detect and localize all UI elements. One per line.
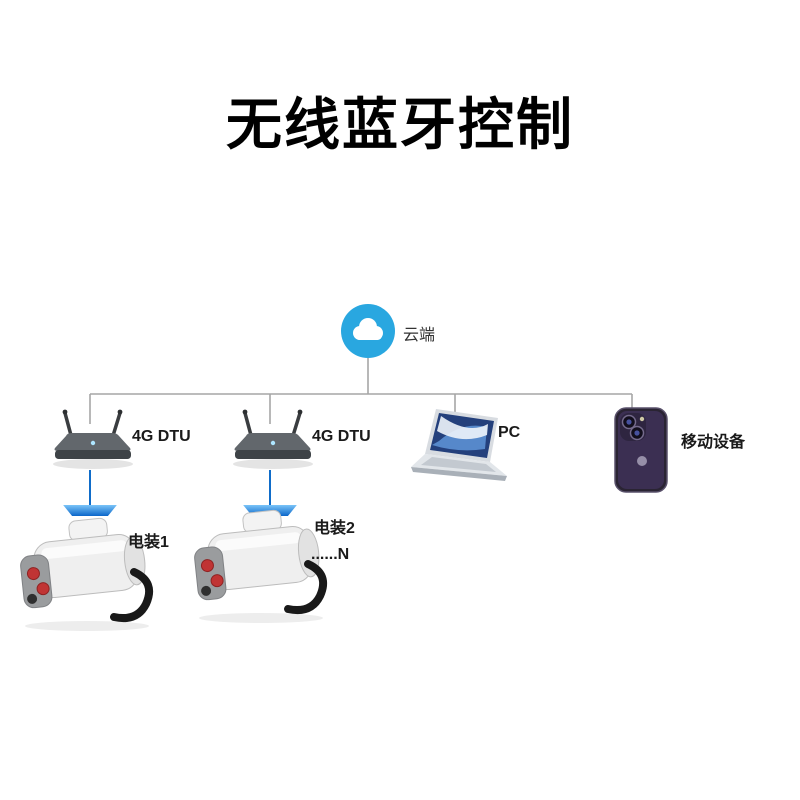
dtu2-node: [228, 406, 318, 472]
actuator2-label: 电装2: [314, 520, 355, 537]
bluetooth-link-line: [269, 470, 271, 506]
actuator-icon: [194, 509, 327, 623]
mobile-node: [608, 406, 674, 494]
actuator2-node: [186, 506, 336, 624]
actuator1-label: 电装1: [128, 534, 169, 551]
dtu1-label: 4G DTU: [132, 428, 191, 445]
actuator2-sublabel: ......N: [311, 546, 350, 563]
cloud-icon: [341, 304, 395, 358]
cloud-node: [341, 304, 395, 358]
bluetooth-link-bar: [63, 505, 117, 516]
dtu1-node: [48, 406, 138, 472]
smartphone-icon: [614, 407, 668, 493]
cloud-label: 云端: [403, 327, 436, 344]
bluetooth-link-line: [89, 470, 91, 506]
mobile-label: 移动设备: [681, 434, 746, 451]
router-icon: [53, 409, 133, 469]
router-icon: [233, 409, 313, 469]
pc-label: PC: [498, 424, 521, 441]
dtu2-label: 4G DTU: [312, 428, 371, 445]
actuator1-node: [12, 514, 162, 632]
pc-node: [410, 407, 522, 492]
diagram-title: 无线蓝牙控制: [226, 93, 574, 156]
actuator-icon: [20, 517, 153, 631]
laptop-icon: [411, 409, 507, 481]
